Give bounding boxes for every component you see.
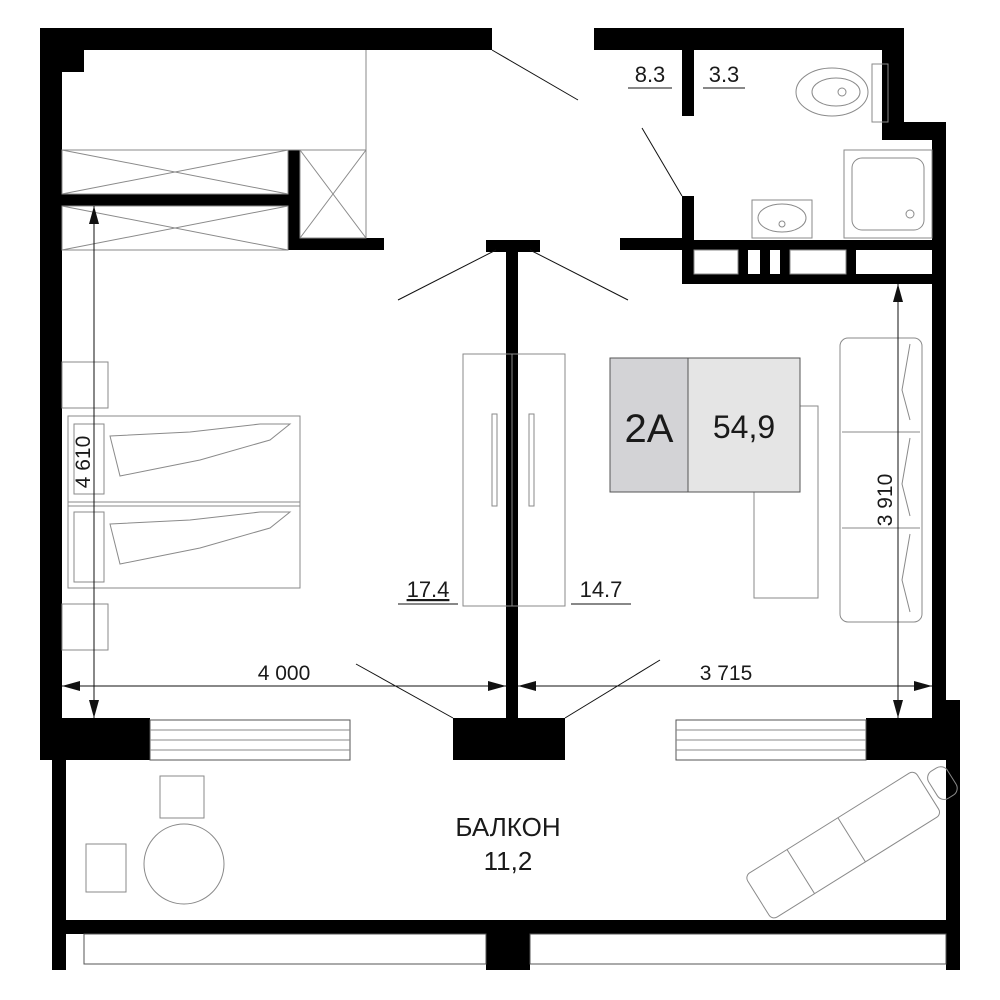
sofa [839,337,923,623]
furniture [61,50,958,919]
bed [61,361,301,651]
apartment-total-area: 54,9 [713,409,775,445]
dim-living-depth: 3 910 [874,474,897,527]
balcony-name: БАЛКОН [455,812,560,842]
windows [83,719,947,965]
toilet [795,63,889,123]
room-area-bathroom: 3.3 [709,62,740,87]
room-area-bedroom: 17.4 [407,577,450,602]
dim-bedroom-width: 4 000 [258,662,311,685]
sink [751,199,813,239]
room-area-hall: 8.3 [635,62,666,87]
shower [843,149,933,239]
dimensions [62,206,932,718]
apartment-badge: 2A 54,9 [609,357,801,493]
dim-bedroom-depth: 4 610 [72,436,95,489]
apartment-type: 2A [625,407,674,451]
balcony-furniture [85,766,958,919]
dim-living-width: 3 715 [700,662,753,685]
balcony-area: 11,2 [484,846,533,876]
doors [355,49,683,719]
room-area-living: 14.7 [580,577,623,602]
